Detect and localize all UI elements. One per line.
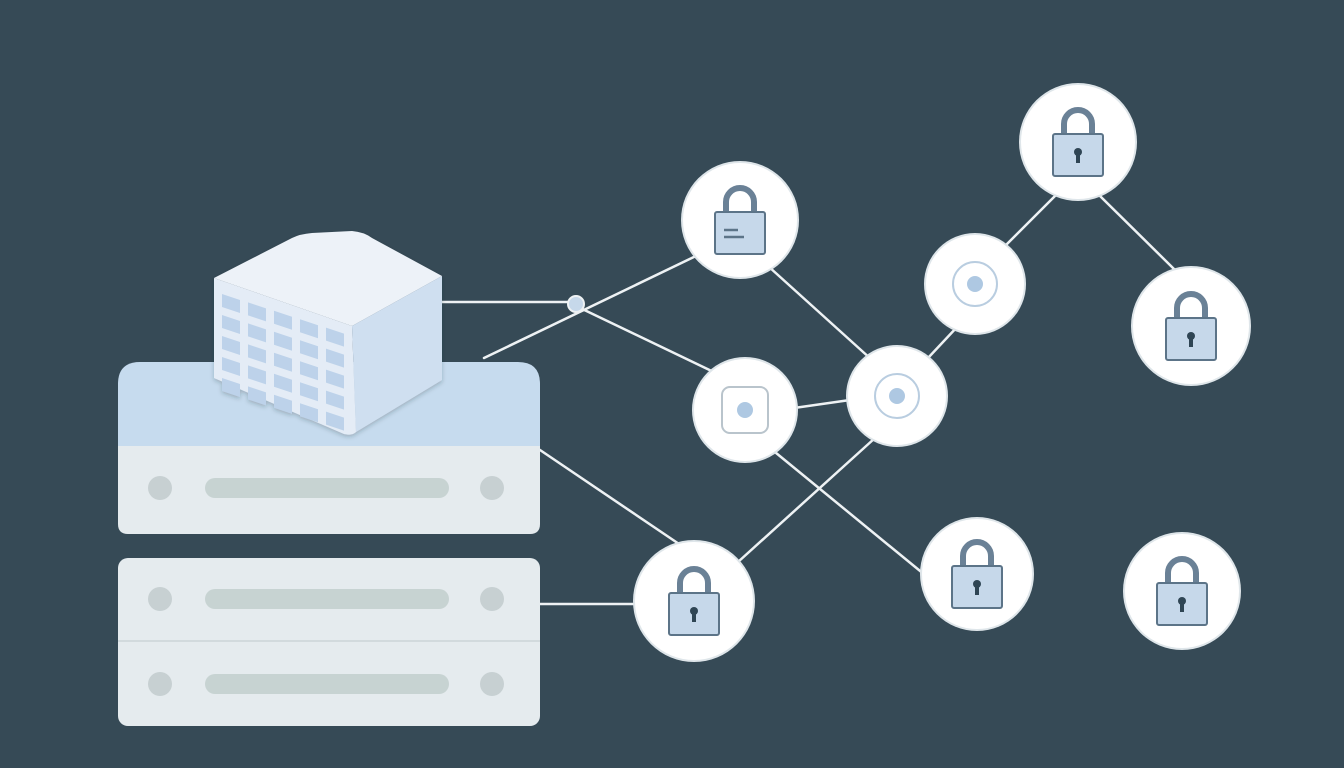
keyhole-slot — [1189, 337, 1193, 347]
lock-icon — [668, 566, 720, 636]
link-lock-top-lock-right — [1098, 194, 1177, 272]
link-hub-ring-center — [792, 398, 852, 410]
node-ring-upper — [924, 233, 1026, 335]
server-led-left-1 — [148, 476, 172, 500]
ring-center-dot — [889, 388, 905, 404]
building-window — [274, 310, 292, 330]
node-lock-bottom-mid — [920, 517, 1034, 631]
server-slot-3 — [205, 674, 449, 694]
network-nodes — [633, 83, 1251, 662]
ring-dot-icon — [874, 373, 920, 419]
building-window — [274, 352, 292, 372]
lock-icon — [951, 539, 1003, 609]
node-lock-bottom-left — [633, 540, 755, 662]
keyhole-slot — [692, 612, 696, 622]
node-square-hub — [692, 357, 798, 463]
link-ring-center-lock-bottom-left — [736, 436, 877, 564]
ring-dot-icon — [952, 261, 998, 307]
lock-shackle — [1165, 556, 1199, 588]
building-window — [248, 323, 266, 343]
node-lock-top-right — [1019, 83, 1137, 201]
keyhole-slot — [975, 585, 979, 595]
lock-shackle — [1061, 107, 1095, 139]
lock-body — [714, 211, 766, 255]
office-building-icon — [214, 231, 442, 435]
link-hub-lock-bottom-mid — [768, 446, 927, 577]
building-window — [326, 327, 344, 347]
building-window — [274, 331, 292, 351]
link-lockdoc-ring-center — [766, 264, 874, 362]
link-ring-center-ring-upper — [926, 324, 960, 360]
ring-center-dot — [967, 276, 983, 292]
server-led-right-3 — [480, 672, 504, 696]
server-slot-1 — [205, 478, 449, 498]
building-window — [222, 315, 240, 334]
server-led-left-3 — [148, 672, 172, 696]
building-window — [222, 378, 240, 397]
link-ring-upper-lock-top — [1004, 194, 1057, 247]
link-building-lockdoc — [482, 253, 700, 360]
building-window — [274, 373, 292, 393]
server-led-left-2 — [148, 587, 172, 611]
server-led-right-1 — [480, 476, 504, 500]
building-window — [300, 319, 318, 339]
building-roof — [214, 231, 442, 326]
building-windows — [222, 294, 344, 431]
building-window — [300, 382, 318, 402]
building-window — [248, 365, 266, 385]
building-window — [326, 390, 344, 410]
ring-outline — [874, 373, 920, 419]
lock-icon — [1165, 291, 1217, 361]
link-server-lock-bottom-left — [538, 448, 684, 548]
ring-outline — [952, 261, 998, 307]
connection-lines — [438, 194, 1177, 606]
building-window — [326, 348, 344, 368]
lock-shackle — [677, 566, 711, 598]
square-center-dot — [737, 402, 753, 418]
keyhole-slot — [1076, 153, 1080, 163]
building-window — [248, 386, 266, 406]
lock-shackle — [960, 539, 994, 571]
lock-shackle — [723, 185, 757, 217]
link-junction-hub — [574, 304, 724, 378]
building-window — [222, 294, 240, 313]
building-window — [222, 357, 240, 376]
building-front — [214, 278, 356, 435]
node-lock-bottom-right — [1123, 532, 1241, 650]
building-window — [274, 394, 292, 414]
lock-icon — [1052, 107, 1104, 177]
building-window — [326, 411, 344, 431]
building-window — [222, 336, 240, 355]
building-window — [326, 369, 344, 389]
node-lock-doc — [681, 161, 799, 279]
square-outline — [721, 386, 769, 434]
junction-dot — [567, 295, 585, 313]
building-window — [248, 302, 266, 322]
node-lock-right — [1131, 266, 1251, 386]
lock-shackle — [1174, 291, 1208, 323]
building-window — [300, 361, 318, 381]
node-ring-center — [846, 345, 948, 447]
building-side — [352, 276, 442, 432]
lock-document-icon — [714, 185, 766, 255]
building-window — [300, 403, 318, 423]
keyhole-slot — [1180, 602, 1184, 612]
building-window — [300, 340, 318, 360]
building-window — [248, 344, 266, 364]
lock-icon — [1156, 556, 1208, 626]
square-dot-icon — [721, 386, 769, 434]
server-slot-2 — [205, 589, 449, 609]
server-led-right-2 — [480, 587, 504, 611]
